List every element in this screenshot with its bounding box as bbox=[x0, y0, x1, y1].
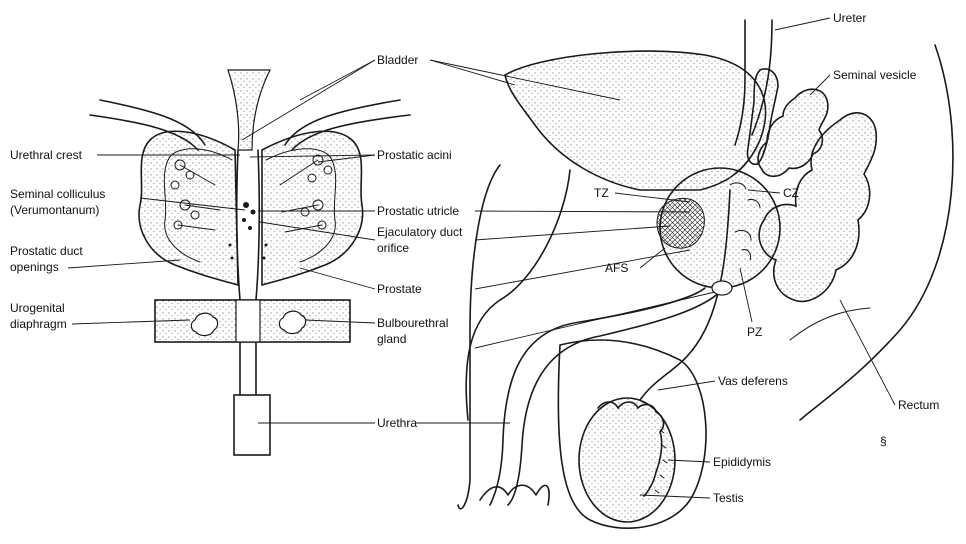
label-bulbourethral: Bulbourethral bbox=[377, 316, 448, 330]
label-rectum: Rectum bbox=[898, 398, 939, 412]
urethra-prostatic-right bbox=[256, 150, 259, 420]
bladder-neck bbox=[228, 70, 270, 150]
label-prostatic-utricle: Prostatic utricle bbox=[377, 204, 459, 218]
label-ureter: Ureter bbox=[833, 11, 866, 25]
penis-outline bbox=[458, 165, 500, 509]
label-urethral-crest: Urethral crest bbox=[10, 148, 83, 162]
label-verumontanum: (Verumontanum) bbox=[10, 203, 99, 217]
left-figure bbox=[90, 70, 410, 455]
label-epididymis: Epididymis bbox=[713, 455, 771, 469]
right-figure: § bbox=[458, 20, 953, 528]
label-prostatic-duct-openings: openings bbox=[10, 260, 59, 274]
label-pz: PZ bbox=[747, 325, 762, 339]
label-prostatic-acini: Prostatic acini bbox=[377, 148, 452, 162]
label-urogenital: Urogenital bbox=[10, 301, 65, 315]
artist-signature: § bbox=[880, 434, 887, 448]
label-prostatic-duct: Prostatic duct bbox=[10, 244, 83, 258]
label-ejaculatory-orifice: orifice bbox=[377, 241, 409, 255]
label-testis: Testis bbox=[713, 491, 744, 505]
label-diaphragm: diaphragm bbox=[10, 317, 67, 331]
label-bladder: Bladder bbox=[377, 53, 418, 67]
labels-center: Bladder Prostatic acini Prostatic utricl… bbox=[377, 53, 463, 430]
label-bulbourethral-gland: gland bbox=[377, 332, 406, 346]
label-afs: AFS bbox=[605, 261, 628, 275]
transition-zone bbox=[657, 198, 704, 248]
labels-left: Urethral crest Seminal colliculus (Verum… bbox=[10, 148, 105, 331]
label-tz: TZ bbox=[594, 186, 609, 200]
label-prostate: Prostate bbox=[377, 282, 422, 296]
label-ejaculatory-duct: Ejaculatory duct bbox=[377, 225, 463, 239]
label-seminal-colliculus: Seminal colliculus bbox=[10, 187, 105, 201]
label-seminal-vesicle: Seminal vesicle bbox=[833, 68, 917, 82]
label-urethra: Urethra bbox=[377, 416, 417, 430]
label-vas-deferens: Vas deferens bbox=[718, 374, 788, 388]
urethra-spongy bbox=[234, 395, 270, 455]
prostate-right-lobe bbox=[262, 131, 363, 285]
bulbourethral-gland-sagittal bbox=[712, 281, 732, 295]
urethra-membranous bbox=[236, 300, 260, 342]
label-cz: CZ bbox=[783, 186, 799, 200]
